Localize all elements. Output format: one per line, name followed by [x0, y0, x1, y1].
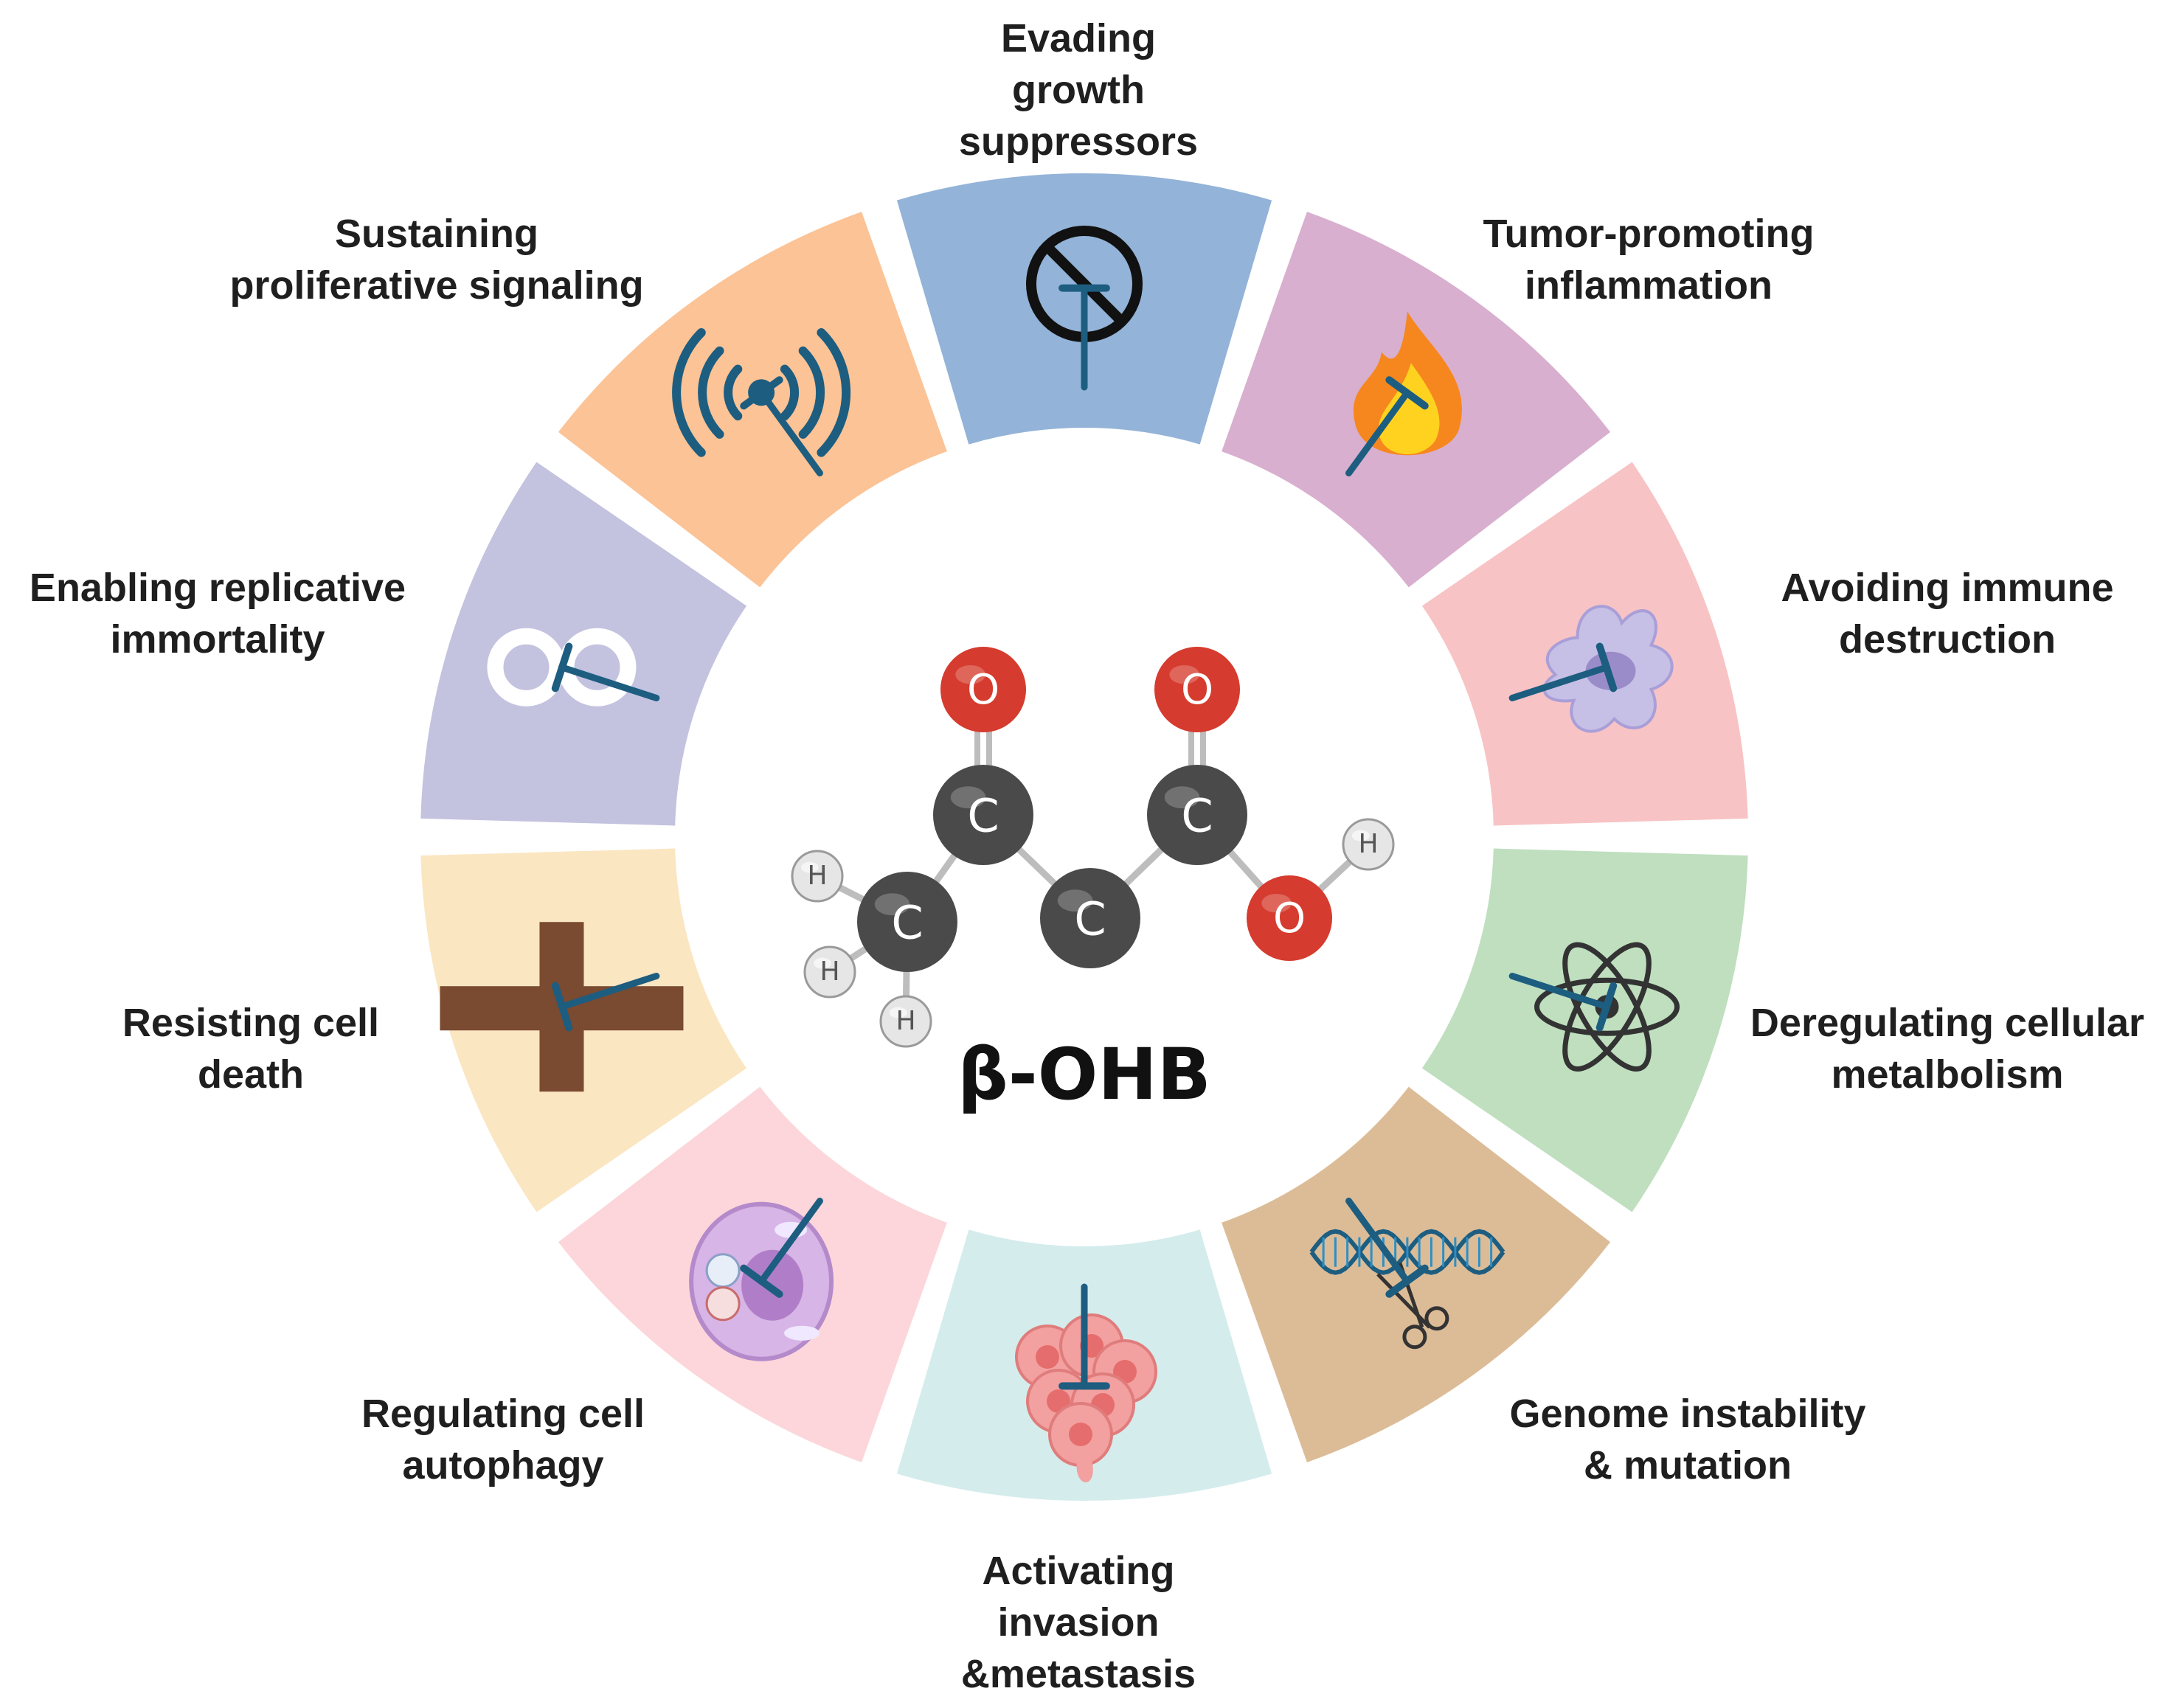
- atom-symbol: H: [820, 957, 839, 987]
- inhibit-arrow-avoiding-immune-destruction: [1508, 642, 1618, 701]
- atom-h1: H: [791, 850, 844, 903]
- atom-symbol: O: [1273, 895, 1306, 942]
- atom-symbol: C: [1181, 788, 1213, 842]
- atom-symbol: O: [1181, 666, 1213, 714]
- inhibit-arrow-sustaining-proliferative-signaling: [740, 376, 823, 476]
- atom-symbol: H: [1358, 829, 1378, 859]
- inhibit-arrow-resisting-cell-death: [551, 973, 660, 1032]
- atom-o2: O: [1154, 647, 1240, 732]
- atom-symbol: C: [1074, 892, 1106, 945]
- inhibit-arrow-deregulating-cellular-metabolism: [1508, 973, 1618, 1032]
- atom-symbol: C: [891, 895, 923, 949]
- inhibit-arrow-genome-instability-mutation: [1345, 1198, 1429, 1298]
- atom-o1: O: [940, 647, 1026, 732]
- inhibit-arrow-activating-invasion-metastasis: [1058, 1283, 1110, 1390]
- atom-h3: H: [879, 995, 932, 1048]
- atom-c3: C: [1040, 868, 1140, 968]
- atom-icon: [1534, 942, 1680, 1072]
- atom-c1: C: [933, 765, 1033, 865]
- inhibit-arrow-evading-growth-suppressors: [1058, 284, 1110, 391]
- atom-c4: C: [857, 872, 957, 972]
- center-title: β-OHB: [957, 1033, 1211, 1116]
- atom-c2: C: [1147, 765, 1247, 865]
- atom-symbol: H: [807, 861, 827, 891]
- atom-symbol: O: [967, 666, 999, 714]
- inhibition-arrows: [551, 284, 1618, 1390]
- atom-h4: H: [1342, 818, 1395, 871]
- atom-symbol: H: [895, 1006, 915, 1036]
- atom-o3: O: [1247, 875, 1332, 961]
- inhibit-arrow-regulating-cell-autophagy: [740, 1198, 823, 1298]
- label-genome-instability-mutation: Genome instability& mutation: [1509, 1392, 1865, 1487]
- inhibit-arrow-tumor-promoting-inflammation: [1345, 376, 1429, 476]
- flame-icon: [1353, 311, 1462, 456]
- atom-symbol: C: [967, 788, 999, 842]
- inhibit-arrow-enabling-replicative-immortality: [551, 642, 660, 701]
- atom-h2: H: [803, 945, 856, 999]
